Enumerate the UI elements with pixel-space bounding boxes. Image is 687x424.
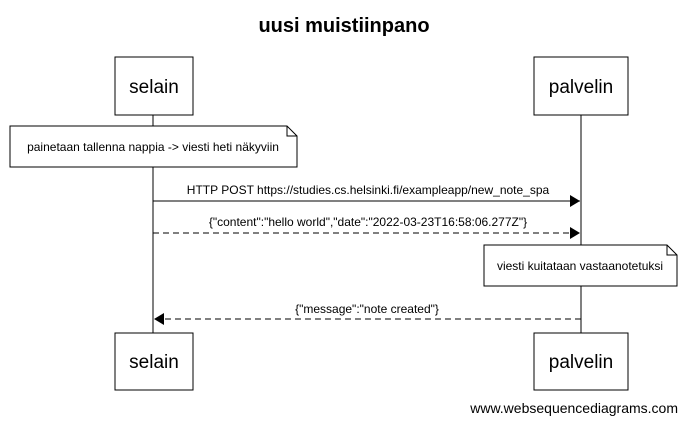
actor-selain-bottom: selain — [114, 332, 194, 391]
note-text: viesti kuitataan vastaanotetuksi — [497, 259, 663, 273]
message-label: {"content":"hello world","date":"2022-03… — [209, 215, 527, 229]
message-response: {"message":"note created"} — [154, 302, 581, 325]
actor-label: selain — [129, 77, 179, 98]
actor-palvelin-bottom: palvelin — [533, 332, 629, 391]
message-label: {"message":"note created"} — [295, 302, 439, 316]
watermark-text: www.websequencediagrams.com — [469, 400, 678, 416]
actor-palvelin-top: palvelin — [533, 56, 629, 116]
note-left: painetaan tallenna nappia -> viesti heti… — [9, 125, 298, 168]
note-right: viesti kuitataan vastaanotetuksi — [483, 244, 678, 287]
message-payload: {"content":"hello world","date":"2022-03… — [153, 215, 580, 239]
actor-label: selain — [129, 352, 179, 373]
actor-label: palvelin — [549, 352, 613, 373]
diagram-title: uusi muistiinpano — [258, 15, 429, 37]
message-label: HTTP POST https://studies.cs.helsinki.fi… — [187, 183, 550, 197]
note-text: painetaan tallenna nappia -> viesti heti… — [27, 140, 279, 154]
actor-label: palvelin — [549, 77, 613, 98]
message-post: HTTP POST https://studies.cs.helsinki.fi… — [153, 183, 580, 207]
actor-selain-top: selain — [114, 56, 194, 116]
